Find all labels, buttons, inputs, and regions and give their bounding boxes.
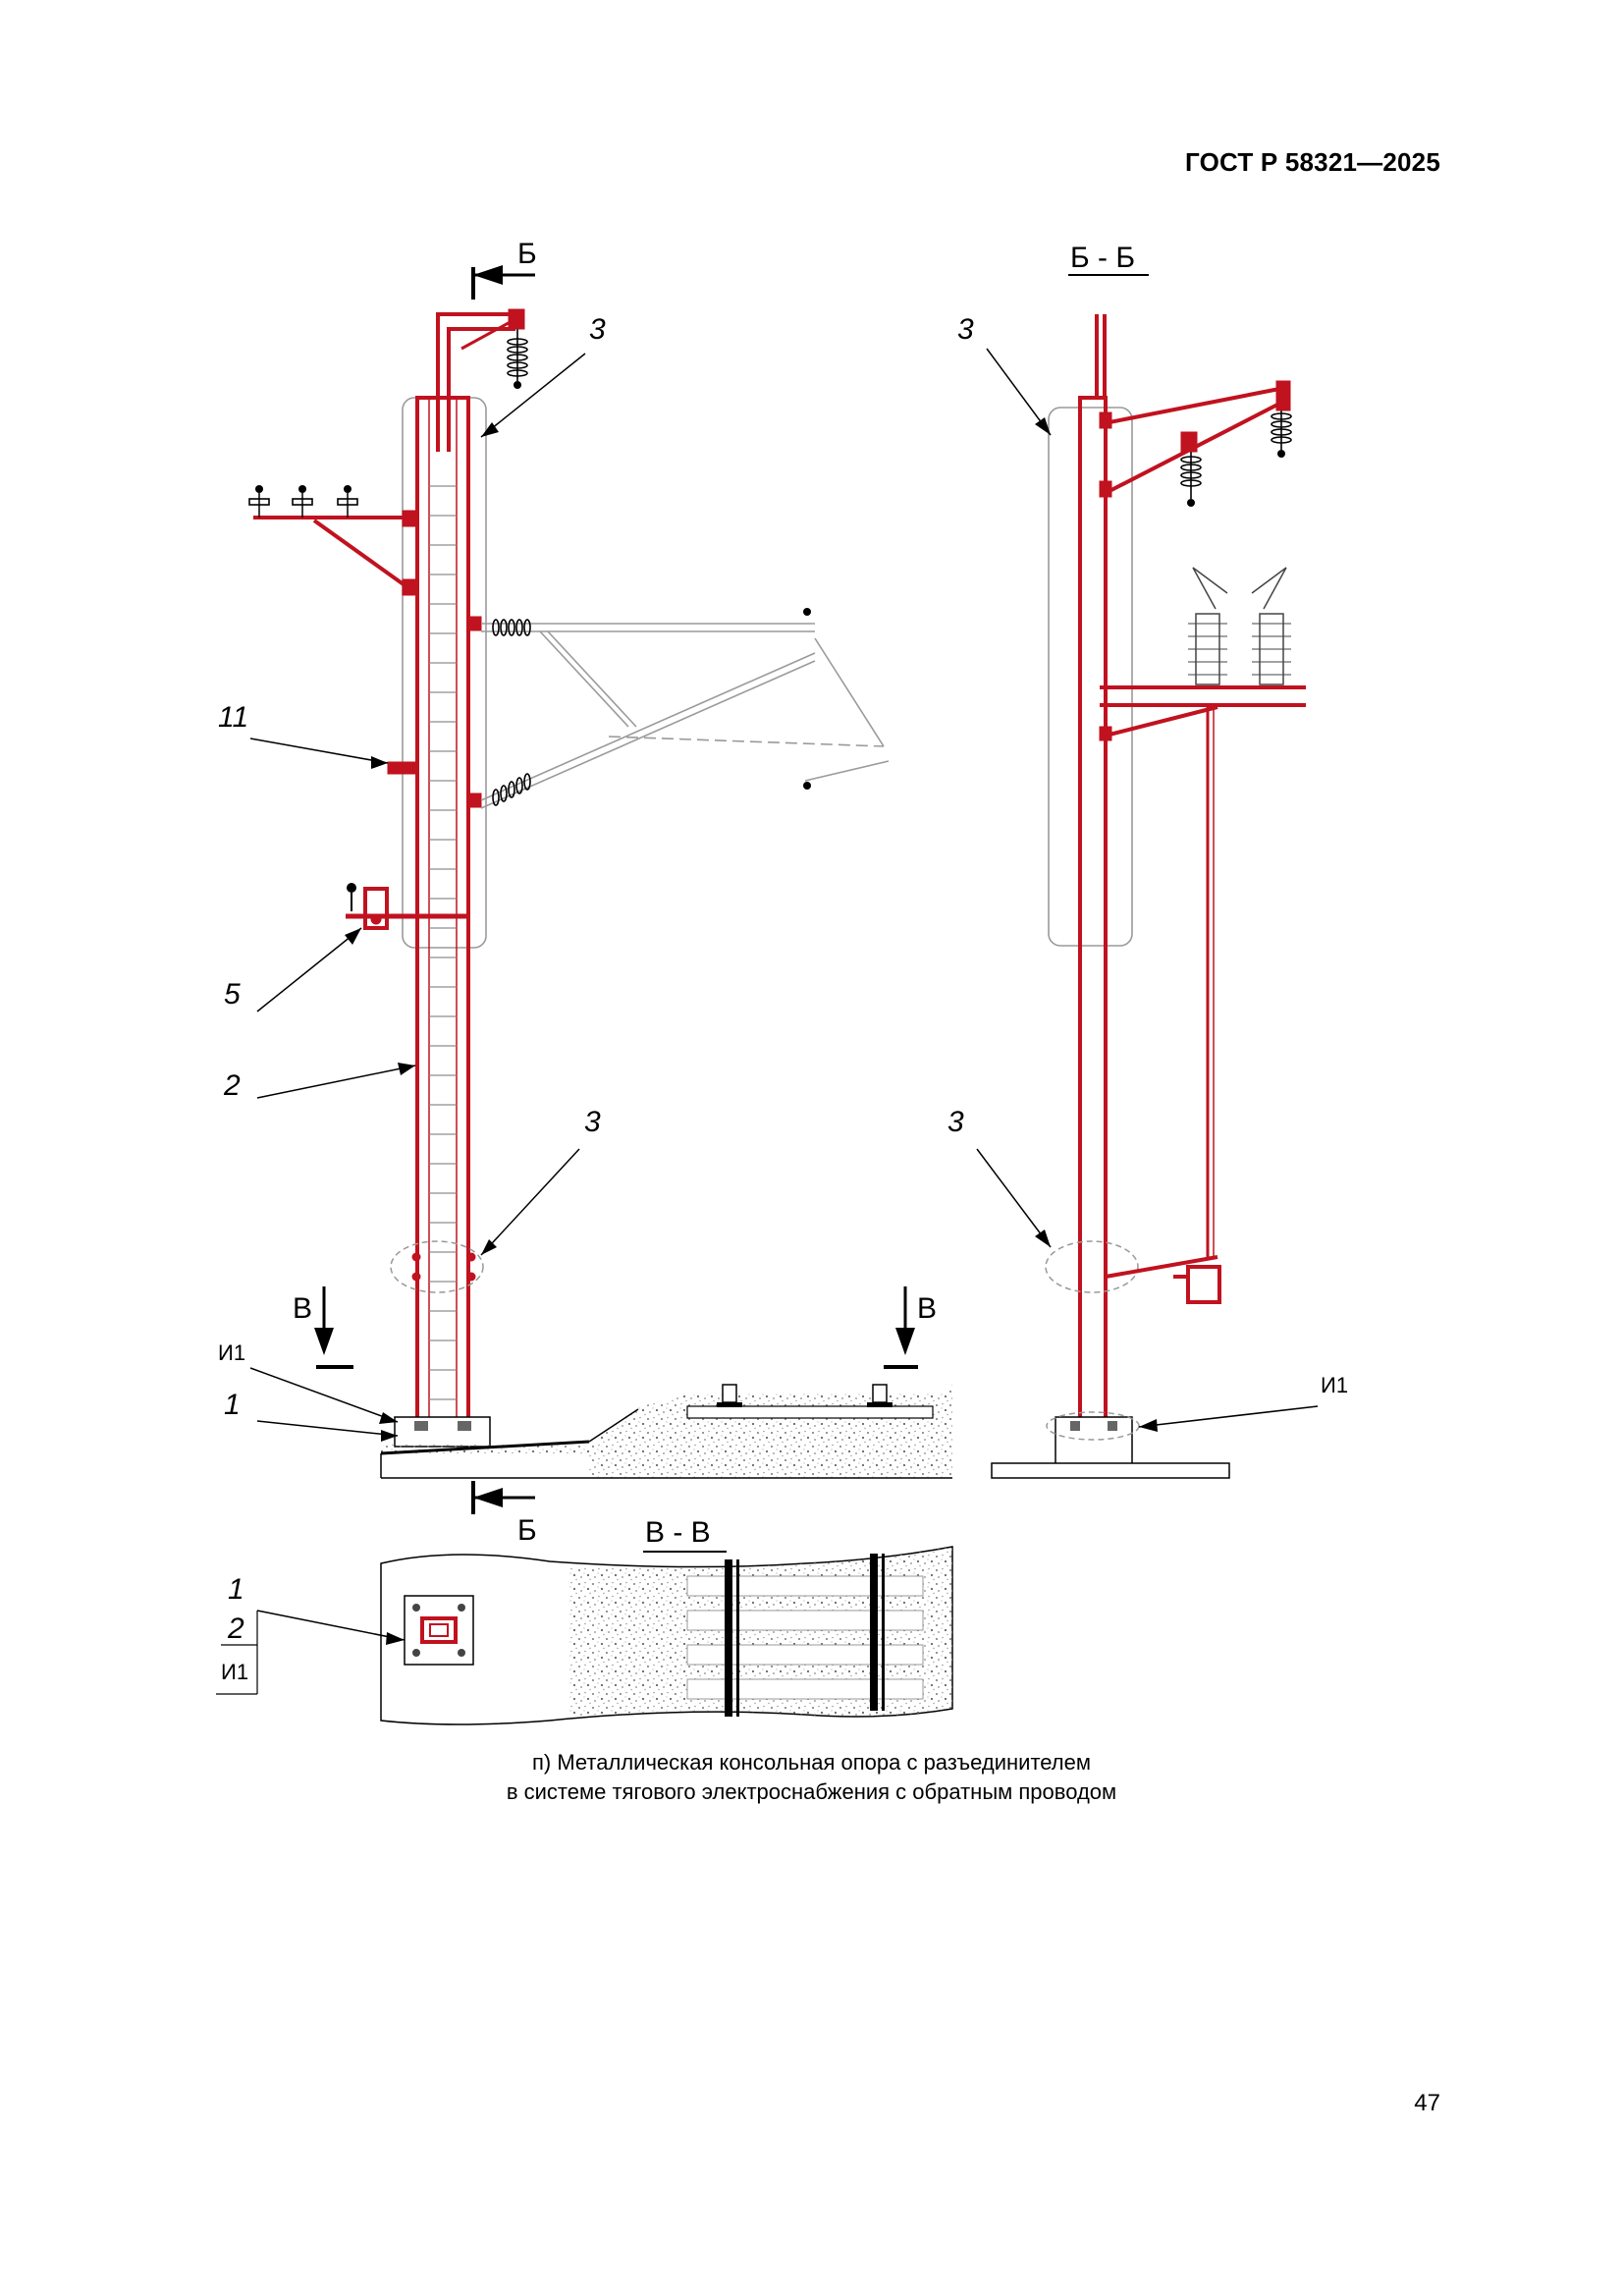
pin-insulator	[248, 485, 270, 518]
section-view-vv: В - В 1 2 И	[216, 1516, 953, 1725]
svg-text:11: 11	[218, 701, 248, 734]
cantilever	[466, 608, 890, 809]
figure-caption: п) Металлическая консольная опора с разъ…	[0, 1748, 1623, 1807]
pole-outline-upper	[1048, 407, 1133, 947]
callout-stack: 1 2 И1	[216, 1573, 406, 1695]
detail-zone	[1045, 1240, 1139, 1293]
insulator-bracket	[1099, 380, 1292, 507]
svg-text:1: 1	[228, 1573, 244, 1606]
foundation	[394, 1416, 491, 1448]
view-label-bb: Б - Б	[1070, 242, 1135, 274]
cut-label-b-bottom: Б	[517, 1514, 537, 1547]
front-view: Б	[218, 238, 952, 1547]
callout-1-left: 1	[224, 1389, 399, 1442]
rail-profile	[867, 1384, 893, 1407]
drive-housing	[1105, 1255, 1221, 1304]
svg-text:3: 3	[957, 313, 974, 346]
cantilever-insulator	[492, 619, 531, 636]
rails-plan	[725, 1554, 885, 1717]
embankment	[380, 1384, 952, 1479]
suspension-insulator	[1180, 452, 1202, 507]
cut-mark-b-top: Б	[471, 238, 537, 300]
standard-code: ГОСТ Р 58321—2025	[1185, 147, 1440, 177]
post-insulator	[1251, 567, 1291, 685]
cut-label-v-right: В	[917, 1292, 937, 1325]
cut-mark-v-right: В	[884, 1286, 937, 1369]
cut-label-b-top: Б	[517, 238, 537, 270]
caption-line: в системе тягового электроснабжения с об…	[506, 1779, 1117, 1804]
callout-3-bottom-right: 3	[947, 1106, 1052, 1248]
svg-text:1: 1	[224, 1389, 241, 1421]
svg-text:5: 5	[224, 978, 241, 1011]
disconnector-drive	[346, 883, 466, 930]
disconnector	[1099, 567, 1306, 1257]
svg-text:3: 3	[589, 313, 606, 346]
callout-3-top: 3	[480, 313, 606, 438]
svg-text:И1: И1	[218, 1340, 245, 1365]
page-number: 47	[1414, 2090, 1440, 2116]
base-plate	[404, 1595, 474, 1666]
metal-pole	[415, 396, 470, 1431]
callout-3-bottom: 3	[480, 1106, 601, 1256]
callout-11: 11	[218, 701, 389, 769]
top-bracket	[436, 308, 528, 452]
cut-mark-b-bottom: Б	[471, 1481, 537, 1547]
post-insulator	[1188, 567, 1228, 685]
grounding-bracket	[387, 761, 418, 775]
caption-line: п) Металлическая консольная опора с разъ…	[532, 1750, 1091, 1775]
top-insulator	[507, 329, 528, 389]
view-label-vv: В - В	[645, 1516, 711, 1549]
callout-3-top-right: 3	[957, 313, 1052, 436]
pin-insulator	[292, 485, 313, 518]
svg-text:3: 3	[584, 1106, 601, 1138]
rail-profile	[717, 1384, 742, 1407]
callout-i1-right: И1	[1138, 1373, 1348, 1432]
detail-zone	[390, 1240, 484, 1293]
cut-mark-v-left: В	[293, 1286, 353, 1369]
svg-text:3: 3	[947, 1106, 964, 1138]
foundation	[991, 1411, 1230, 1479]
svg-text:И1: И1	[221, 1660, 248, 1684]
suspension-insulator	[1271, 410, 1292, 458]
svg-text:И1: И1	[1321, 1373, 1348, 1397]
svg-text:2: 2	[227, 1613, 244, 1645]
sleepers	[686, 1575, 924, 1700]
callout-5: 5	[224, 927, 362, 1012]
callout-i1-left: И1	[218, 1340, 399, 1424]
callout-2: 2	[223, 1063, 416, 1102]
metal-pole	[1078, 396, 1108, 1436]
svg-text:2: 2	[223, 1069, 241, 1102]
section-view-bb: Б - Б	[947, 242, 1348, 1479]
pin-insulator	[337, 485, 358, 518]
wire-crossarm	[248, 485, 417, 596]
cantilever-insulator	[492, 773, 531, 806]
cut-label-v-left: В	[293, 1292, 312, 1325]
